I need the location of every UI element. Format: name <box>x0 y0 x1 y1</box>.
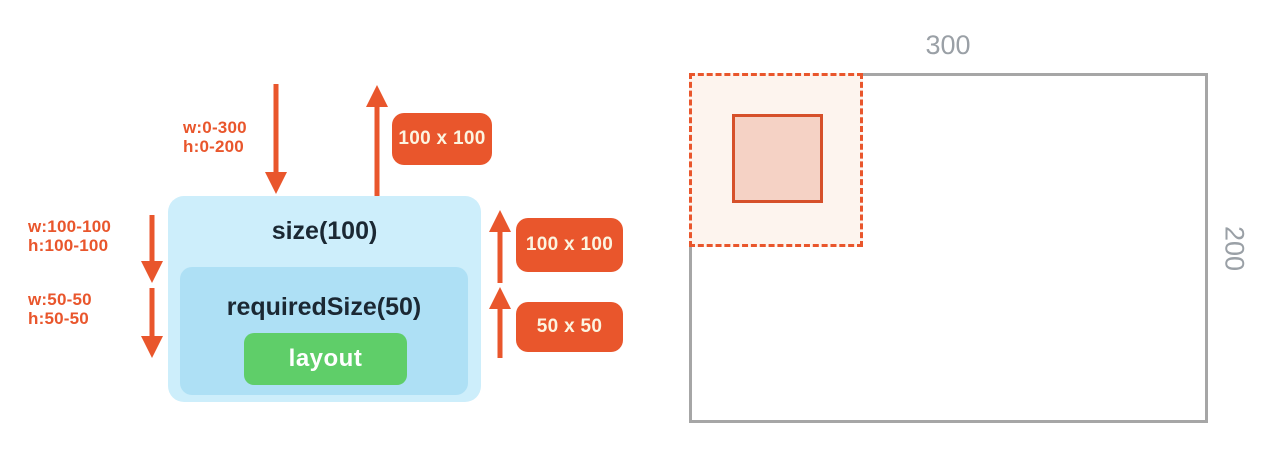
required-size-modifier-label: requiredSize(50) <box>226 293 422 321</box>
incoming-constraints-line2: h:0-200 <box>183 137 244 156</box>
size-measured-value: 100 x 100 <box>525 234 614 255</box>
parent-height-label: 200 <box>1219 225 1250 272</box>
layout-node-box: layout <box>244 333 407 385</box>
size-modifier-label: size(100) <box>271 217 378 245</box>
measured-size-out-badge: 100 x 100 <box>392 113 492 165</box>
required-constraints-line1: w:50-50 <box>28 290 92 309</box>
size-constraints-line2: h:100-100 <box>28 236 109 255</box>
required-measured-badge: 50 x 50 <box>516 302 623 352</box>
measured-size-out-value: 100 x 100 <box>398 128 486 149</box>
size-measured-badge: 100 x 100 <box>516 218 623 272</box>
layout-node-label: layout <box>288 345 363 372</box>
constraints-in-arrow-icon <box>265 84 287 194</box>
parent-width-label: 300 <box>925 30 971 60</box>
required-measured-arrow-icon <box>489 287 511 358</box>
size-out-arrow-icon <box>366 85 388 197</box>
size-measured-arrow-icon <box>489 210 511 283</box>
required-measured-value: 50 x 50 <box>536 316 603 337</box>
incoming-constraints-line1: w:0-300 <box>183 118 247 137</box>
size-constraints-arrow-icon <box>141 215 163 283</box>
placed-content-square <box>732 114 823 203</box>
required-constraints-line2: h:50-50 <box>28 309 89 328</box>
required-constraints-arrow-icon <box>141 288 163 358</box>
size-constraints-line1: w:100-100 <box>28 217 112 236</box>
